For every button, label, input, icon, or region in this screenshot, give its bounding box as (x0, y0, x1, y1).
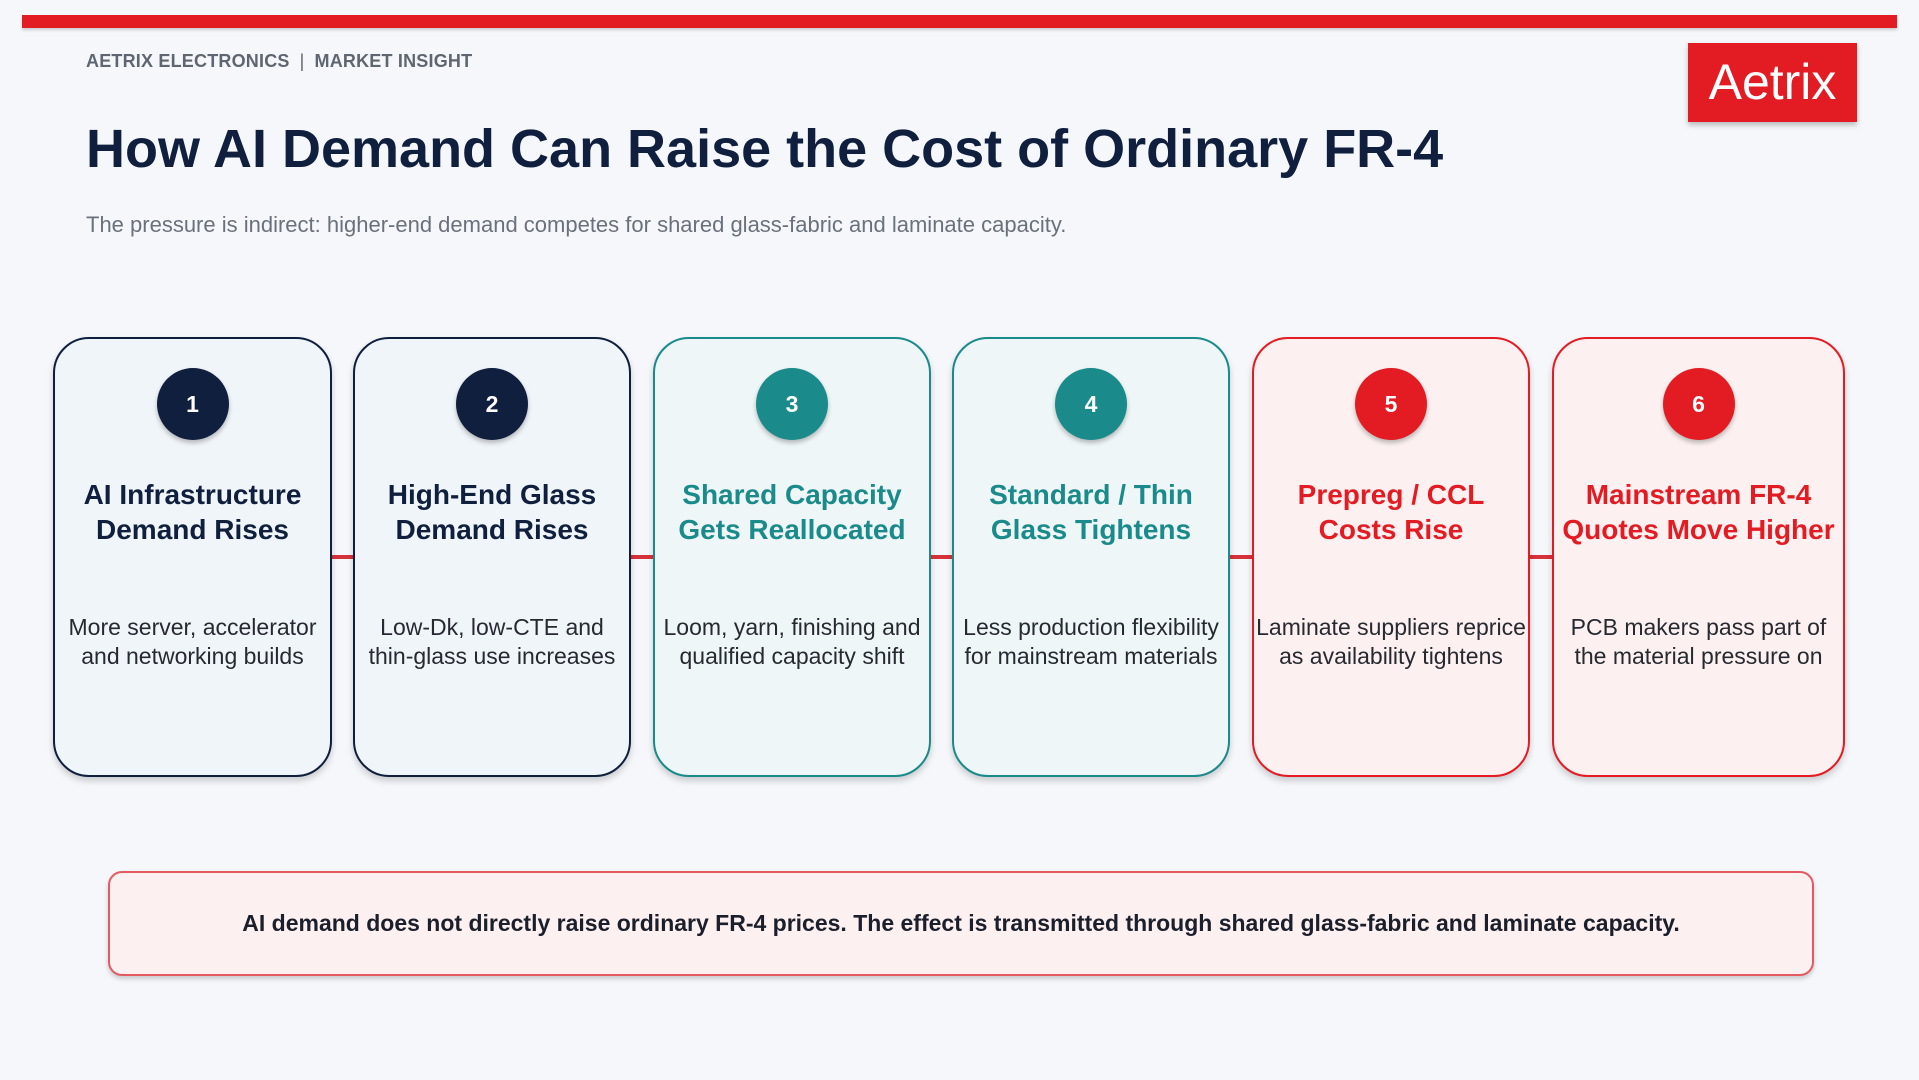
step-number-badge: 2 (456, 368, 528, 440)
step-title-line: High-End Glass (387, 479, 597, 510)
top-accent-bar (22, 15, 1897, 28)
step-title: AI Infrastructure Demand Rises (43, 477, 342, 547)
connector-4-5 (1229, 555, 1253, 559)
step-description: PCB makers pass part of the material pre… (1542, 613, 1855, 671)
step-title: High-End Glass Demand Rises (343, 477, 641, 547)
step-number-badge: 1 (156, 368, 229, 440)
connector-3-4 (930, 555, 953, 559)
step-title: Mainstream FR-4 Quotes Move Higher (1542, 477, 1855, 547)
step-description-line: qualified capacity shift (679, 643, 905, 669)
step-title-line: Gets Reallocated (678, 514, 906, 545)
step-card-1: 1 AI Infrastructure Demand Rises More se… (53, 337, 332, 777)
step-description-line: Low-Dk, low-CTE and (380, 614, 604, 640)
page-title: How AI Demand Can Raise the Cost of Ordi… (86, 119, 1444, 179)
step-title-line: Mainstream FR-4 (1585, 479, 1812, 510)
step-card-2: 2 High-End Glass Demand Rises Low-Dk, lo… (353, 337, 631, 777)
step-description-line: thin-glass use increases (368, 643, 616, 669)
step-description-line: as availability tightens (1279, 643, 1503, 669)
step-title: Prepreg / CCL Costs Rise (1242, 477, 1540, 547)
step-title-line: Prepreg / CCL (1297, 479, 1485, 510)
step-card-3: 3 Shared Capacity Gets Reallocated Loom,… (653, 337, 931, 777)
connector-2-3 (630, 555, 654, 559)
eyebrow-separator: | (299, 51, 305, 71)
step-description: More server, accelerator and networking … (43, 613, 342, 671)
step-title-line: Standard / Thin (989, 479, 1193, 510)
step-number-badge: 3 (756, 368, 828, 440)
step-number-badge: 5 (1355, 368, 1427, 440)
connector-5-6 (1529, 555, 1553, 559)
step-description-line: Less production flexibility (963, 614, 1219, 640)
key-takeaway-text: AI demand does not directly raise ordina… (242, 910, 1680, 936)
step-description: Less production flexibility for mainstre… (942, 613, 1240, 671)
step-title-line: Costs Rise (1318, 514, 1464, 545)
key-takeaway-callout: AI demand does not directly raise ordina… (108, 871, 1814, 976)
step-description: Laminate suppliers reprice as availabili… (1242, 613, 1540, 671)
step-description: Low-Dk, low-CTE and thin-glass use incre… (343, 613, 641, 671)
step-description-line: and networking builds (81, 643, 304, 669)
step-description-line: Laminate suppliers reprice (1256, 614, 1526, 640)
connector-1-2 (331, 555, 354, 559)
step-description-line: More server, accelerator (68, 614, 317, 640)
step-number-badge: 4 (1055, 368, 1127, 440)
step-description-line: the material pressure on (1574, 643, 1823, 669)
step-title-line: Demand Rises (395, 514, 589, 545)
step-description-line: PCB makers pass part of (1570, 614, 1827, 640)
step-title-line: Demand Rises (96, 514, 289, 545)
step-description-line: for mainstream materials (964, 643, 1218, 669)
eyebrow: AETRIX ELECTRONICS | MARKET INSIGHT (86, 51, 472, 72)
step-card-6: 6 Mainstream FR-4 Quotes Move Higher PCB… (1552, 337, 1845, 777)
step-title-line: Quotes Move Higher (1562, 514, 1835, 545)
section-name: MARKET INSIGHT (314, 51, 473, 71)
page-subtitle: The pressure is indirect: higher-end dem… (86, 212, 1067, 237)
logo: Aetrix (1688, 43, 1857, 122)
brand-name: AETRIX ELECTRONICS (86, 51, 290, 71)
step-title: Standard / Thin Glass Tightens (942, 477, 1240, 547)
step-card-4: 4 Standard / Thin Glass Tightens Less pr… (952, 337, 1230, 777)
step-description-line: Loom, yarn, finishing and (663, 614, 921, 640)
step-number-badge: 6 (1662, 368, 1735, 440)
step-description: Loom, yarn, finishing and qualified capa… (643, 613, 941, 671)
step-title-line: AI Infrastructure (83, 479, 302, 510)
step-title-line: Glass Tightens (990, 514, 1192, 545)
step-title: Shared Capacity Gets Reallocated (643, 477, 941, 547)
step-card-5: 5 Prepreg / CCL Costs Rise Laminate supp… (1252, 337, 1530, 777)
step-title-line: Shared Capacity (682, 479, 902, 510)
